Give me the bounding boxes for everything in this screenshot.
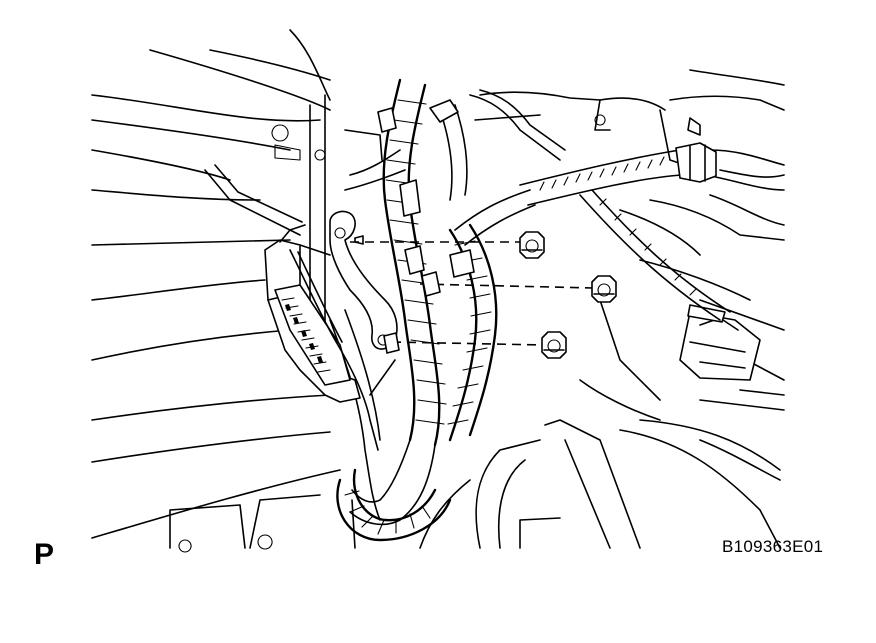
body-panels: [91, 29, 383, 539]
nut-middle: [591, 275, 617, 303]
engine-control-module: [264, 224, 396, 451]
figure-code: B109363E01: [722, 537, 824, 556]
ground-strap: [329, 210, 398, 350]
nut-upper: [519, 231, 545, 259]
lower-structure: [169, 419, 781, 553]
installation-lines: [350, 235, 595, 354]
wire-harness: [329, 78, 566, 542]
upper-hose: [519, 142, 717, 206]
diagonal-cable: [579, 189, 731, 321]
view-label: P: [34, 538, 55, 571]
nut-lower: [541, 331, 567, 359]
